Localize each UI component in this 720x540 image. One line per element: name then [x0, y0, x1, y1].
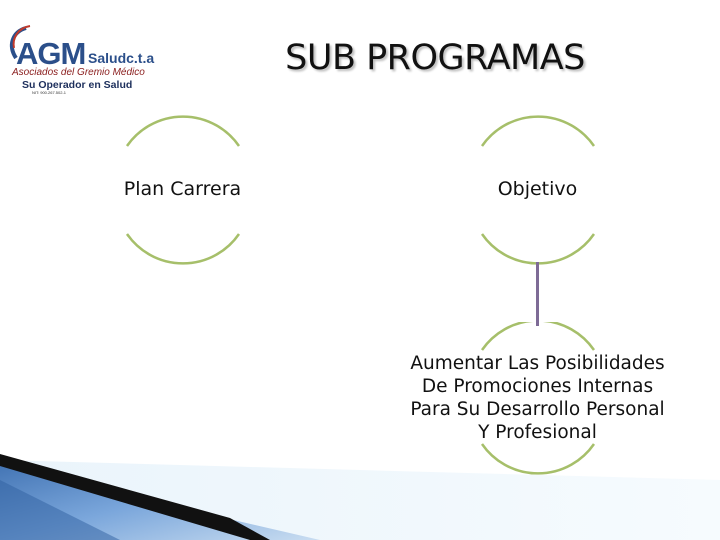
logo-agm-text: AGM: [16, 36, 86, 71]
footer-decoration: [0, 454, 720, 540]
logo-tagline-1: Asociados del Gremio Médico: [12, 67, 145, 78]
description-line-2: De Promociones Internas: [421, 376, 654, 397]
agm-salud-logo: AGM Saludc.t.a Asociados del Gremio Médi…: [4, 22, 164, 102]
node-plan-carrera: Plan Carrera: [115, 112, 250, 272]
description-line-4: Y Profesional: [478, 422, 597, 443]
logo-tagline-2: Su Operador en Salud: [22, 79, 133, 91]
description-line-3: Para Su Desarrollo Personal: [410, 399, 665, 420]
node-plan-arcs: [125, 115, 241, 265]
node-descripcion-label: Aumentar Las Posibilidades De Promocione…: [380, 352, 695, 444]
logo-salud-text: Saludc.t.a: [88, 50, 155, 66]
description-line-1: Aumentar Las Posibilidades: [410, 353, 665, 374]
logo-swoosh-icon: [9, 25, 31, 60]
node-plan-label: Plan Carrera: [123, 178, 242, 200]
node-descripcion: Aumentar Las Posibilidades De Promocione…: [380, 322, 695, 477]
logo-nit: NIT: 900.267.502-1: [32, 90, 67, 95]
node-objetivo: Objetivo: [470, 112, 605, 272]
connector-line: [536, 262, 539, 326]
node-descripcion-arcs: [480, 322, 596, 475]
node-objetivo-label: Objetivo: [497, 178, 578, 200]
page-title: SUB PROGRAMAS: [285, 38, 585, 78]
